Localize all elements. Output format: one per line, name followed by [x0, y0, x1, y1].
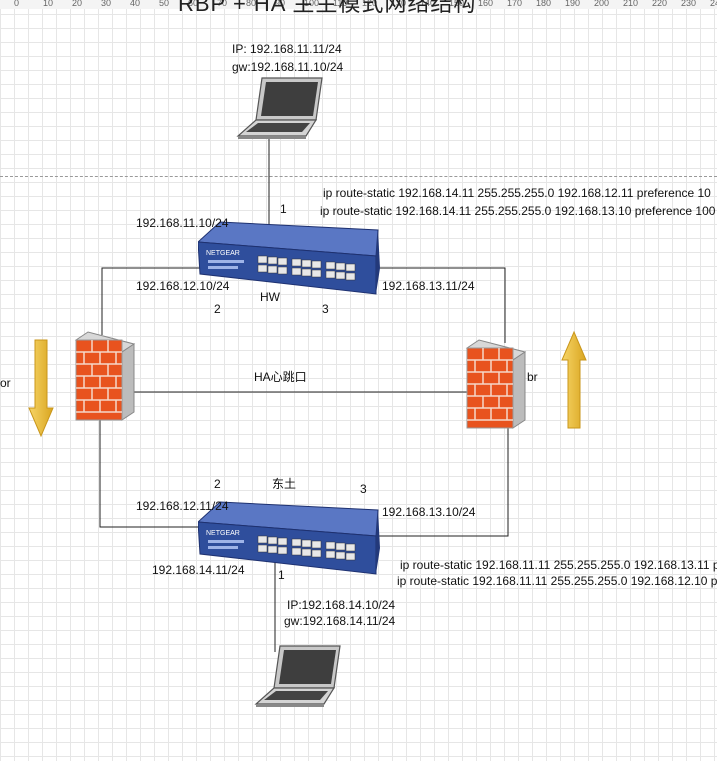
link-switch-top-firewall-right — [378, 267, 506, 343]
switch-top-label: HW — [260, 290, 280, 304]
switch-top-ip-p3: 192.168.13.11/24 — [382, 279, 475, 293]
switch-bottom-port-2: 2 — [214, 477, 221, 491]
ruler-tick: 150 — [449, 0, 465, 8]
switch-top-route-2: ip route-static 192.168.14.11 255.255.25… — [320, 204, 716, 218]
ruler-tick: 90 — [275, 0, 286, 8]
switch-bottom-ip-p2: 192.168.12.11/24 — [136, 499, 229, 513]
firewall-left-label: or — [0, 376, 11, 390]
switch-bottom-ip-p3: 192.168.13.10/24 — [382, 505, 476, 519]
link-switch-top-firewall-left — [101, 267, 200, 335]
pc-bottom-ip: IP:192.168.14.10/24 — [287, 598, 396, 612]
ruler-tick: 100 — [304, 0, 320, 8]
laptop-bottom-icon — [254, 645, 341, 707]
switch-top-port-2: 2 — [214, 302, 221, 316]
heartbeat-label: HA心跳口 — [254, 370, 307, 384]
pc-bottom-gw: gw:192.168.14.11/24 — [284, 614, 396, 628]
ruler-tick: 180 — [536, 0, 552, 8]
switch-bottom-port-1: 1 — [278, 568, 285, 582]
switch-top-ip-p2: 192.168.12.10/24 — [136, 279, 230, 293]
ruler-tick: 130 — [391, 0, 407, 8]
ruler-tick: 140 — [420, 0, 436, 8]
arrow-up-icon — [561, 330, 587, 429]
firewall-right-label: br — [527, 370, 538, 384]
ruler-tick: 210 — [623, 0, 639, 8]
svg-text:NETGEAR: NETGEAR — [206, 530, 240, 537]
link-firewall-left-switch-bottom — [99, 418, 200, 528]
switch-bottom-label: 东土 — [272, 477, 297, 491]
ruler-tick: 200 — [594, 0, 610, 8]
link-firewall-right-switch-bottom — [378, 420, 509, 537]
switch-top-route-1: ip route-static 192.168.14.11 255.255.25… — [323, 186, 711, 200]
ruler-tick: 0 — [14, 0, 20, 8]
arrow-down-icon — [28, 339, 54, 438]
ruler-tick: 20 — [72, 0, 83, 8]
switch-bottom-route-2: ip route-static 192.168.11.11 255.255.25… — [397, 574, 717, 588]
ruler-tick: 230 — [681, 0, 697, 8]
ruler-tick: 120 — [362, 0, 378, 8]
top-ruler: 0 10 20 30 40 50 60 70 80 90 100 110 120 130 140 150 160… — [0, 0, 717, 9]
ruler-tick: 190 — [565, 0, 581, 8]
ruler-tick: 160 — [478, 0, 494, 8]
dashed-separator — [0, 176, 717, 177]
switch-bottom-ip-p1: 192.168.14.11/24 — [152, 563, 245, 577]
diagram-title: RBP + HA 主主模式网络结构 — [178, 0, 477, 16]
switch-bottom-port-3: 3 — [360, 482, 367, 496]
laptop-top-icon — [236, 77, 323, 139]
svg-text:NETGEAR: NETGEAR — [206, 250, 240, 257]
ruler-tick: 30 — [101, 0, 112, 8]
ruler-tick: 220 — [652, 0, 668, 8]
ruler-tick: 60 — [188, 0, 199, 8]
ruler-tick: 240 — [710, 0, 717, 8]
switch-top-port-3: 3 — [322, 302, 329, 316]
ruler-tick: 50 — [159, 0, 170, 8]
ruler-tick: 10 — [43, 0, 54, 8]
ruler-tick: 40 — [130, 0, 141, 8]
ruler-tick: 70 — [217, 0, 228, 8]
pc-top-gw: gw:192.168.11.10/24 — [232, 60, 344, 74]
switch-bottom-icon: NETGEAR — [198, 501, 380, 575]
ruler-tick: 80 — [246, 0, 257, 8]
switch-top-icon: NETGEAR — [198, 221, 380, 295]
pc-top-ip: IP: 192.168.11.11/24 — [232, 42, 342, 56]
switch-top-ip-p1: 192.168.11.10/24 — [136, 216, 229, 230]
firewall-right-icon — [465, 339, 527, 429]
ruler-tick: 170 — [507, 0, 523, 8]
switch-top-port-1: 1 — [280, 202, 287, 216]
ruler-tick: 110 — [333, 0, 348, 8]
switch-bottom-route-1: ip route-static 192.168.11.11 255.255.25… — [400, 558, 717, 572]
firewall-left-icon — [74, 331, 136, 421]
